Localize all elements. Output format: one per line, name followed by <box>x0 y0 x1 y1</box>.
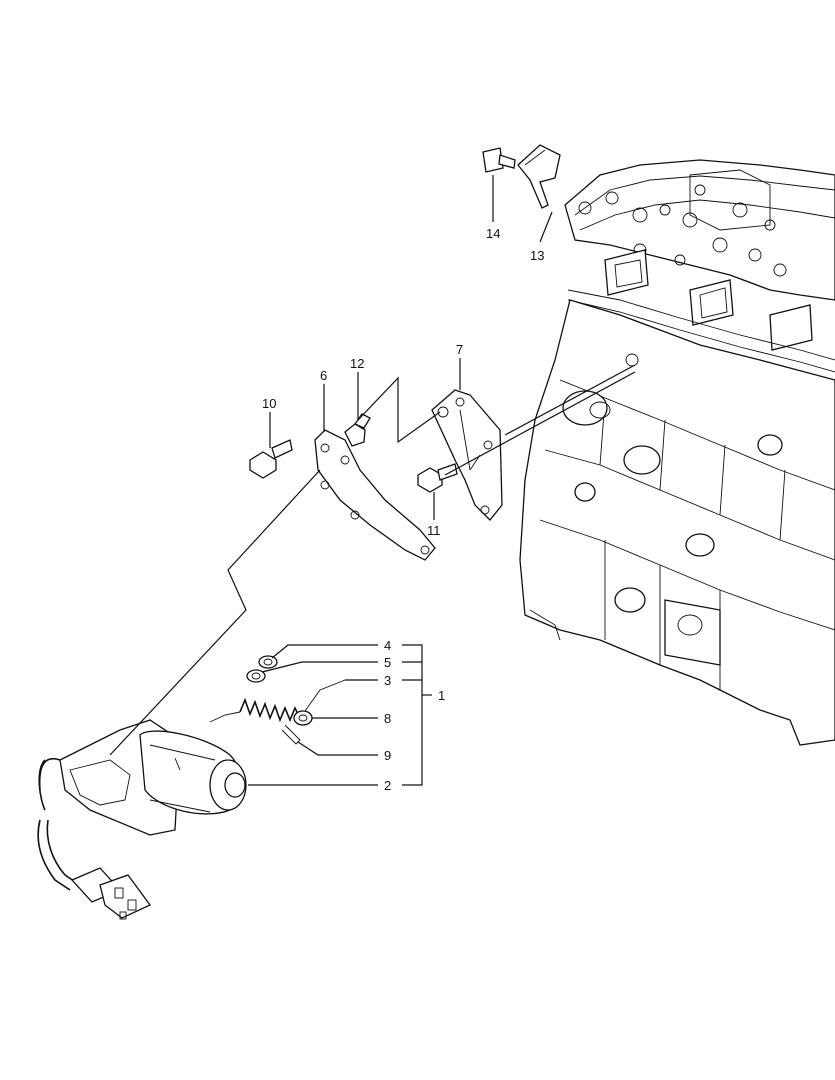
callout-label-7: 7 <box>456 342 463 357</box>
washer-8 <box>293 710 313 726</box>
callout-label-14: 14 <box>486 226 500 241</box>
washer-4 <box>258 655 278 669</box>
bracket-7 <box>431 389 503 521</box>
callout-label-10: 10 <box>262 396 276 411</box>
engine-block <box>519 159 835 746</box>
bolt-14 <box>482 147 516 173</box>
callout-label-6: 6 <box>320 368 327 383</box>
callout-label-2: 2 <box>384 778 391 793</box>
spring-3 <box>209 679 346 723</box>
leader-lines <box>109 175 636 786</box>
callout-label-3: 3 <box>384 673 391 688</box>
callout-label-8: 8 <box>384 711 391 726</box>
pin-9 <box>281 724 301 745</box>
callout-label-4: 4 <box>384 638 391 653</box>
bracket-6 <box>314 429 436 561</box>
actuator-motor-2 <box>37 719 247 920</box>
callout-label-11: 11 <box>427 523 441 538</box>
callout-label-5: 5 <box>384 655 391 670</box>
washer-5 <box>246 669 266 683</box>
bracket-13 <box>517 144 561 209</box>
callout-label-1: 1 <box>438 688 445 703</box>
bolt-11 <box>417 463 458 493</box>
callout-label-9: 9 <box>384 748 391 763</box>
bolt-10 <box>249 439 293 479</box>
callout-label-12: 12 <box>350 356 364 371</box>
bolt-12 <box>344 413 371 447</box>
callout-label-13: 13 <box>530 248 544 263</box>
